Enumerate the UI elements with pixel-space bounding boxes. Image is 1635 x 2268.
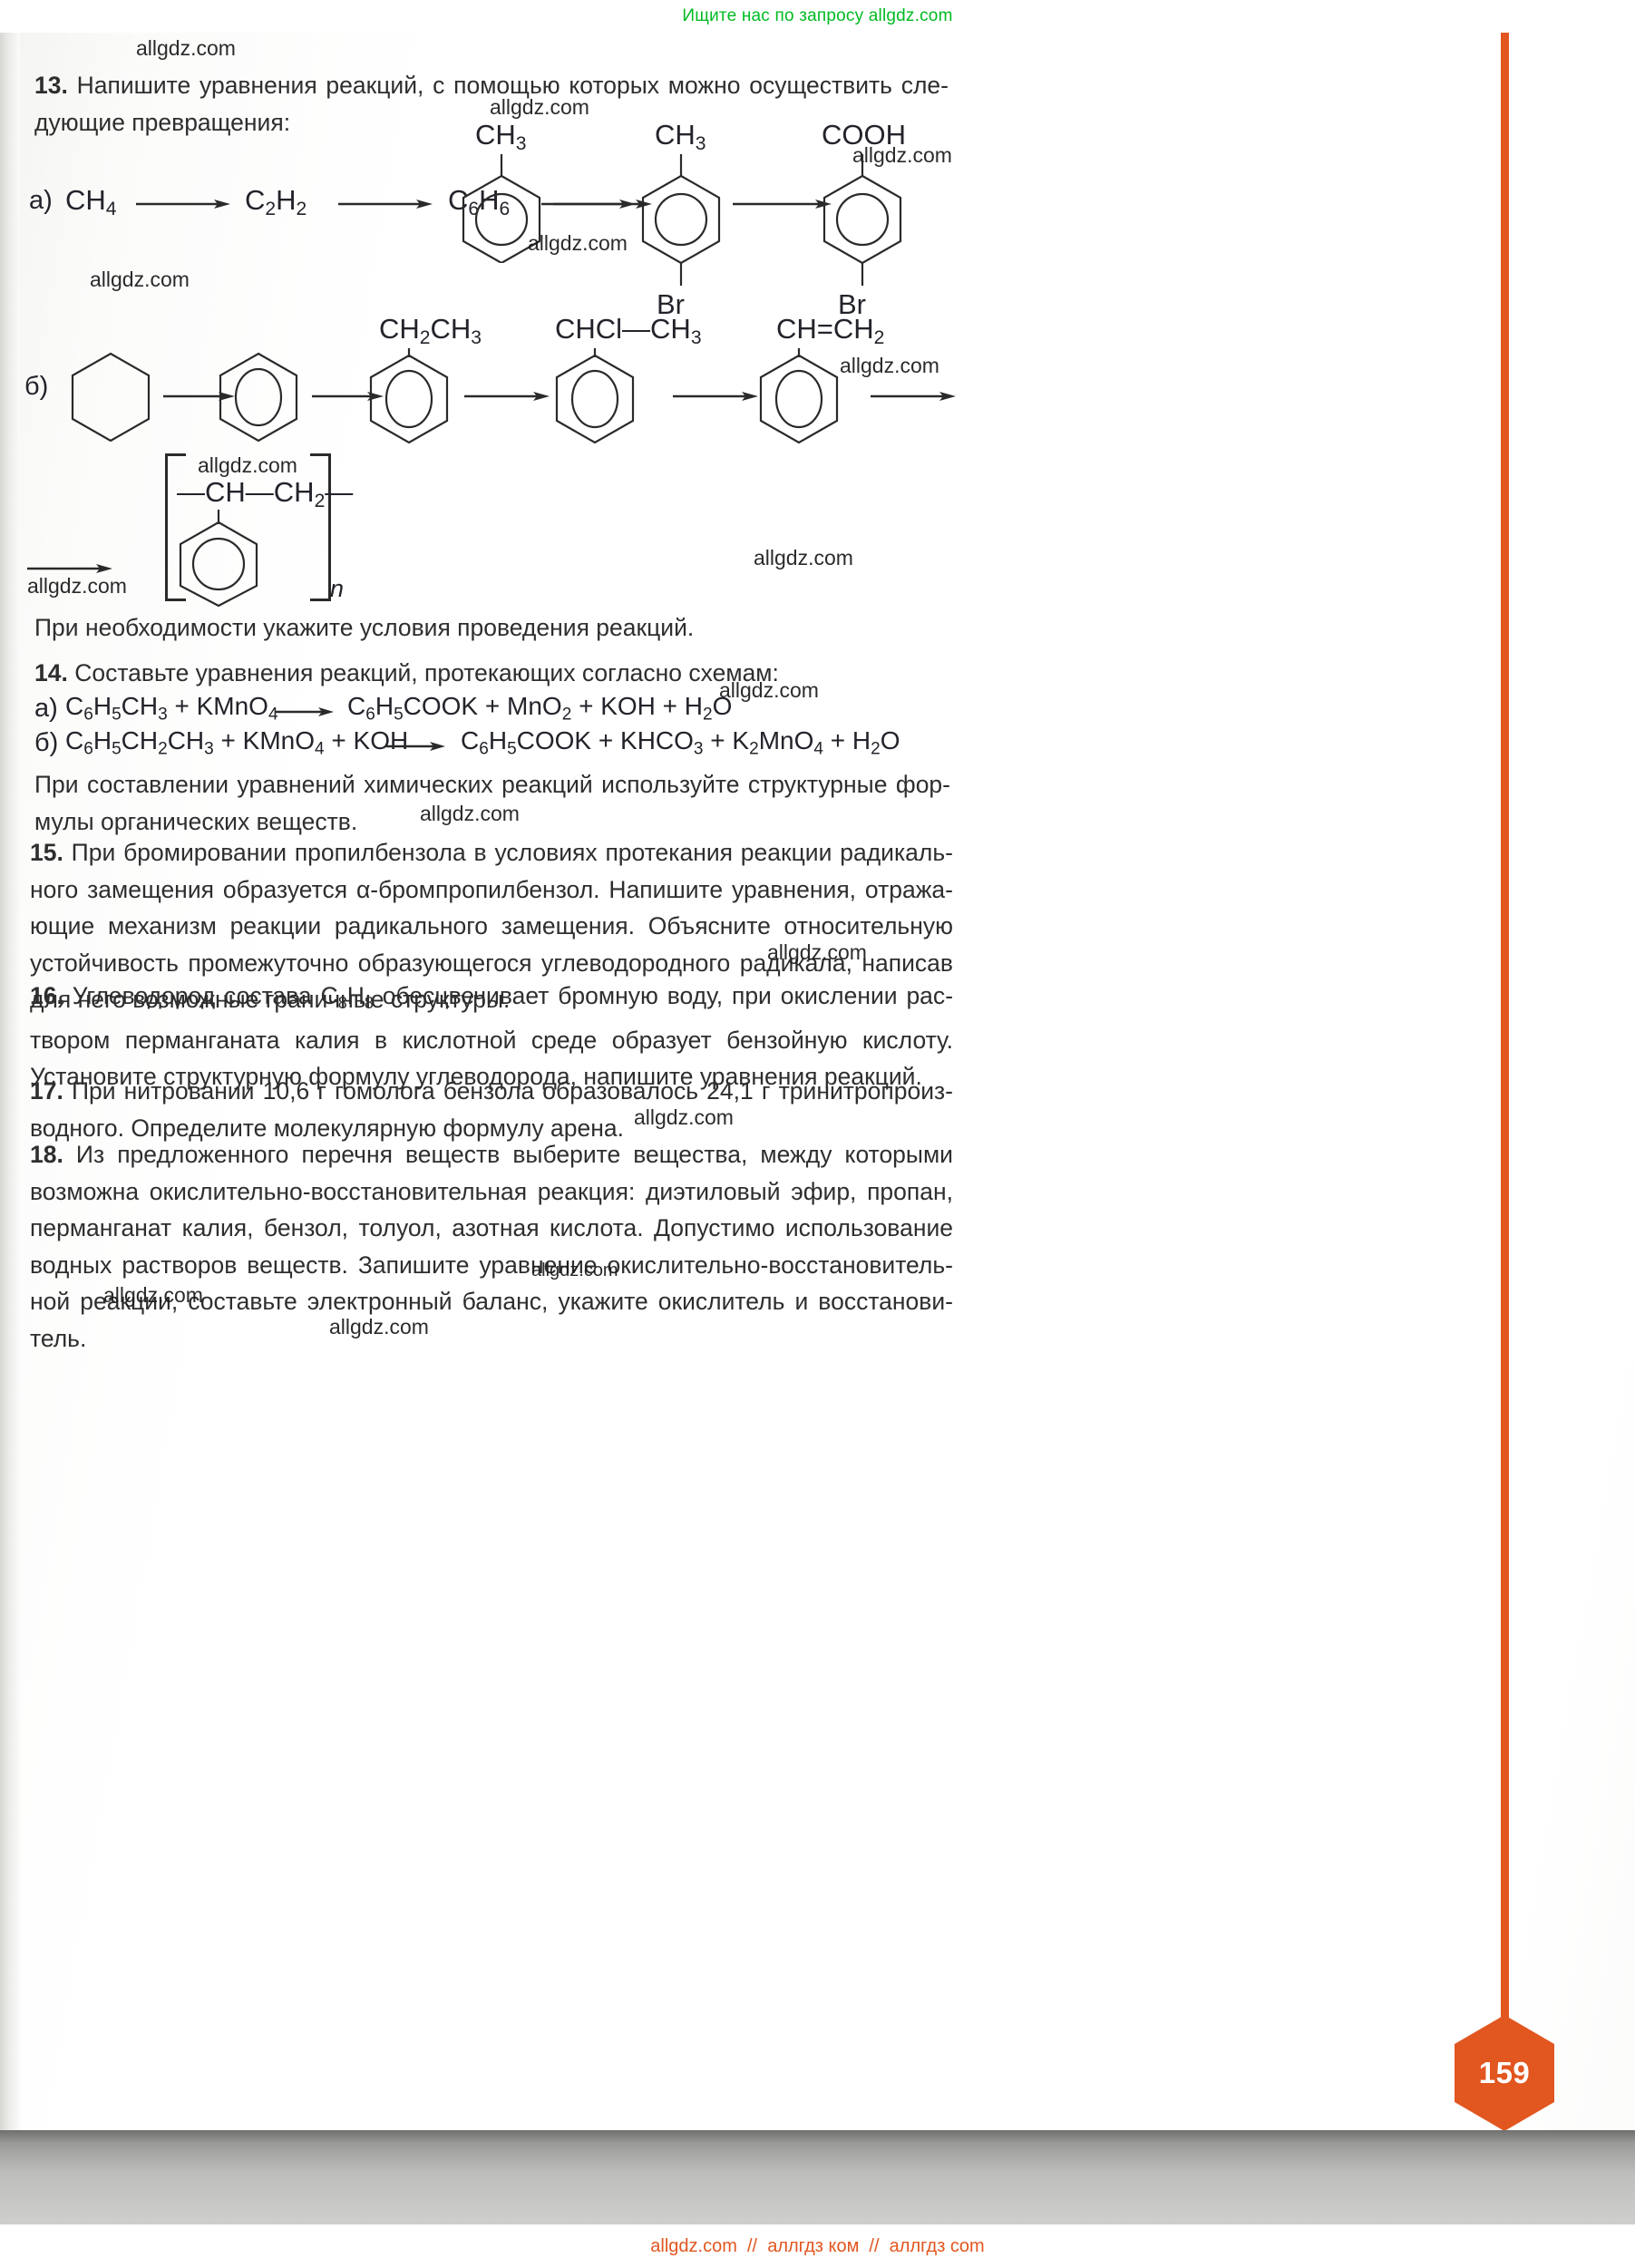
watermark: allgdz.com bbox=[198, 453, 297, 477]
equation-b-label: б) bbox=[34, 728, 59, 757]
arrow-icon bbox=[338, 198, 433, 210]
arrow-icon bbox=[673, 390, 759, 403]
equation-a-left: C6H5CH3 + KMnO4 bbox=[65, 692, 278, 725]
watermark: allgdz.com bbox=[531, 1261, 618, 1280]
page-left-edge-shadow bbox=[0, 33, 20, 2159]
top-banner-text: Ищите нас по запросу allgdz.com bbox=[682, 6, 953, 25]
page-number-badge: 159 bbox=[1451, 2013, 1558, 2133]
scheme-b-ring5-substituent: CH=CH2 bbox=[776, 313, 885, 348]
equation-b-right: C6H5COOK + KHCO3 + K2MnO4 + H2O bbox=[461, 726, 900, 759]
watermark: allgdz.com bbox=[840, 354, 939, 377]
task-14-number: 14. bbox=[34, 659, 68, 686]
equation-a-label: а) bbox=[34, 694, 58, 723]
watermark: allgdz.com bbox=[528, 231, 628, 255]
scheme-a-label: а) bbox=[29, 186, 53, 215]
task-17-number: 17. bbox=[30, 1077, 63, 1105]
task-17-text: При нитровании 10,6 г гомолога бензола о… bbox=[30, 1077, 953, 1142]
task-15-number: 15. bbox=[30, 839, 63, 866]
scheme-a-c6h6: C6H6 bbox=[448, 184, 511, 219]
cyclohexane-ring bbox=[67, 352, 154, 443]
watermark: allgdz.com bbox=[634, 1105, 734, 1129]
scheme-a-ring2-substituent-top: CH3 bbox=[655, 119, 706, 154]
watermark: allgdz.com bbox=[420, 802, 520, 825]
scheme-b-ring3-substituent: CH2CH3 bbox=[379, 313, 482, 348]
watermark: allgdz.com bbox=[136, 36, 236, 60]
watermark: allgdz.com bbox=[90, 268, 190, 291]
watermark: allgdz.com bbox=[754, 546, 853, 569]
bottom-white-strip bbox=[0, 2224, 1635, 2268]
arrow-icon bbox=[275, 706, 335, 718]
task-13-number: 13. bbox=[34, 72, 68, 99]
page-spine-bar bbox=[1501, 33, 1509, 2118]
arrow-icon bbox=[136, 198, 231, 210]
arrow-icon bbox=[733, 198, 832, 210]
scheme-a-ring3-substituent-top: COOH bbox=[822, 119, 906, 151]
polymer-repeat-unit: —CH—CH2— bbox=[177, 476, 354, 511]
arrow-icon bbox=[27, 562, 113, 575]
task-18-paragraph: 18. Из предложенного перечня веществ выб… bbox=[30, 1136, 953, 1357]
watermark: allgdz.com bbox=[852, 143, 952, 167]
task-15-paragraph: 15. При бромировании пропилбензола в усл… bbox=[30, 834, 953, 1018]
benzene-ring bbox=[637, 154, 725, 288]
task-16-paragraph: 16. Углеводород состава C8H8 обесцвечива… bbox=[30, 978, 953, 1095]
top-promo-banner: Ищите нас по запросу allgdz.com bbox=[0, 0, 1635, 33]
page-bottom-shadow bbox=[0, 2130, 1635, 2224]
task-17-paragraph: 17. При нитровании 10,6 г гомолога бензо… bbox=[30, 1073, 953, 1146]
note-after-task-13: При необходимости укажите условия провед… bbox=[34, 614, 695, 641]
benzene-ring bbox=[755, 348, 842, 444]
watermark: allgdz.com bbox=[329, 1315, 429, 1338]
watermark: allgdz.com bbox=[27, 574, 127, 598]
task-16-number: 16. bbox=[30, 982, 63, 1009]
task-14-paragraph: 14. Составьте уравнения реакций, протека… bbox=[34, 655, 950, 692]
scheme-a-ring3-substituent-bottom: Br bbox=[838, 288, 866, 320]
benzene-ring bbox=[365, 348, 453, 444]
polymer-bracket-left bbox=[165, 453, 186, 601]
note-after-task-14: При составлении уравнений химических реа… bbox=[34, 771, 950, 835]
benzene-ring bbox=[175, 510, 262, 608]
polymer-bracket-right bbox=[310, 453, 331, 601]
benzene-ring bbox=[819, 154, 906, 288]
benzene-ring bbox=[551, 348, 638, 444]
task-18-text: Из предложенного перечня веществ выберит… bbox=[30, 1141, 953, 1352]
equation-b-left: C6H5CH2CH3 + KMnO4 + KOH bbox=[65, 726, 409, 759]
watermark: allgdz.com bbox=[103, 1283, 203, 1307]
watermark: allgdz.com bbox=[490, 95, 589, 119]
scheme-b-ring4-substituent: CHCl—CH3 bbox=[555, 313, 702, 348]
scheme-b-label: б) bbox=[24, 372, 49, 401]
task-16-text: Углеводород состава C8H8 обесцвечивает б… bbox=[30, 982, 954, 1091]
task-13-text: Напишите уравнения реакций, с помощью ко… bbox=[34, 72, 949, 136]
watermark: allgdz.com bbox=[767, 940, 867, 964]
bottom-promo-banner: allgdz.com // аллгдз ком // аллгдз com bbox=[0, 2224, 1635, 2268]
page-number-text: 159 bbox=[1478, 2056, 1531, 2089]
equation-a-right: C6H5COOK + MnO2 + KOH + H2O bbox=[347, 692, 733, 725]
task-15-text: При бромировании пропилбензола в условия… bbox=[30, 839, 953, 1013]
scheme-a-ring1-substituent: CH3 bbox=[475, 119, 527, 154]
scheme-a-ch4: CH4 bbox=[65, 184, 117, 219]
task-18-number: 18. bbox=[30, 1141, 63, 1168]
arrow-icon bbox=[871, 390, 957, 403]
polymer-subscript-n: n bbox=[330, 575, 345, 602]
benzene-ring bbox=[215, 352, 302, 443]
task-13-paragraph: 13. Напишите уравнения реакций, с помощь… bbox=[34, 67, 949, 141]
arrow-icon bbox=[163, 390, 236, 403]
bottom-banner-text: allgdz.com // аллгдз ком // аллгдз com bbox=[650, 2235, 985, 2256]
scheme-a-ring2-substituent-bottom: Br bbox=[657, 288, 685, 320]
task-14-text: Составьте уравнения реакций, протекающих… bbox=[74, 659, 779, 686]
arrow-icon bbox=[464, 390, 550, 403]
scheme-a-c2h2: C2H2 bbox=[245, 184, 307, 219]
scanned-page-surface bbox=[0, 33, 1635, 2159]
arrow-icon bbox=[386, 740, 446, 753]
benzene-ring bbox=[458, 154, 545, 263]
watermark: allgdz.com bbox=[719, 678, 819, 702]
